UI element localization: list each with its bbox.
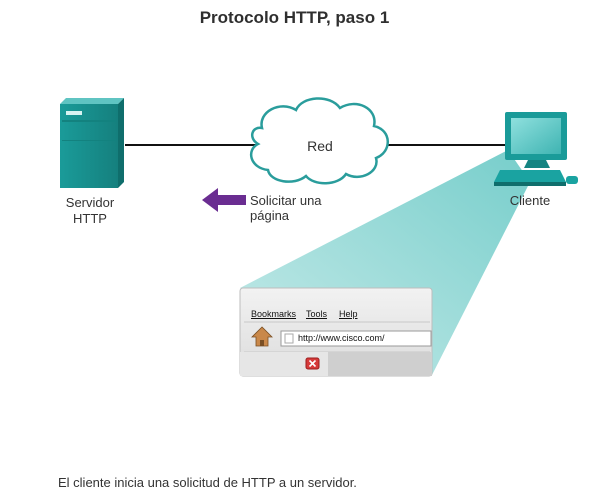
close-icon [305,357,320,370]
address-bar-text[interactable]: http://www.cisco.com/ [298,333,385,343]
cloud-icon [249,97,389,185]
menu-tools[interactable]: Tools [306,309,328,319]
server-icon [60,98,124,188]
network-label: Red [307,138,333,154]
request-arrow [202,188,246,212]
caption-text: El cliente inicia una solicitud de HTTP … [58,475,357,490]
menu-bookmarks[interactable]: Bookmarks [251,309,297,319]
browser-window [239,287,433,377]
diagram-title: Protocolo HTTP, paso 1 [199,8,390,27]
request-label: Solicitar una página [250,193,322,223]
computer-icon [494,112,578,186]
menu-help[interactable]: Help [339,309,358,319]
server-label: Servidor HTTP [65,195,115,226]
client-label: Cliente [509,193,551,208]
home-icon [251,326,273,347]
